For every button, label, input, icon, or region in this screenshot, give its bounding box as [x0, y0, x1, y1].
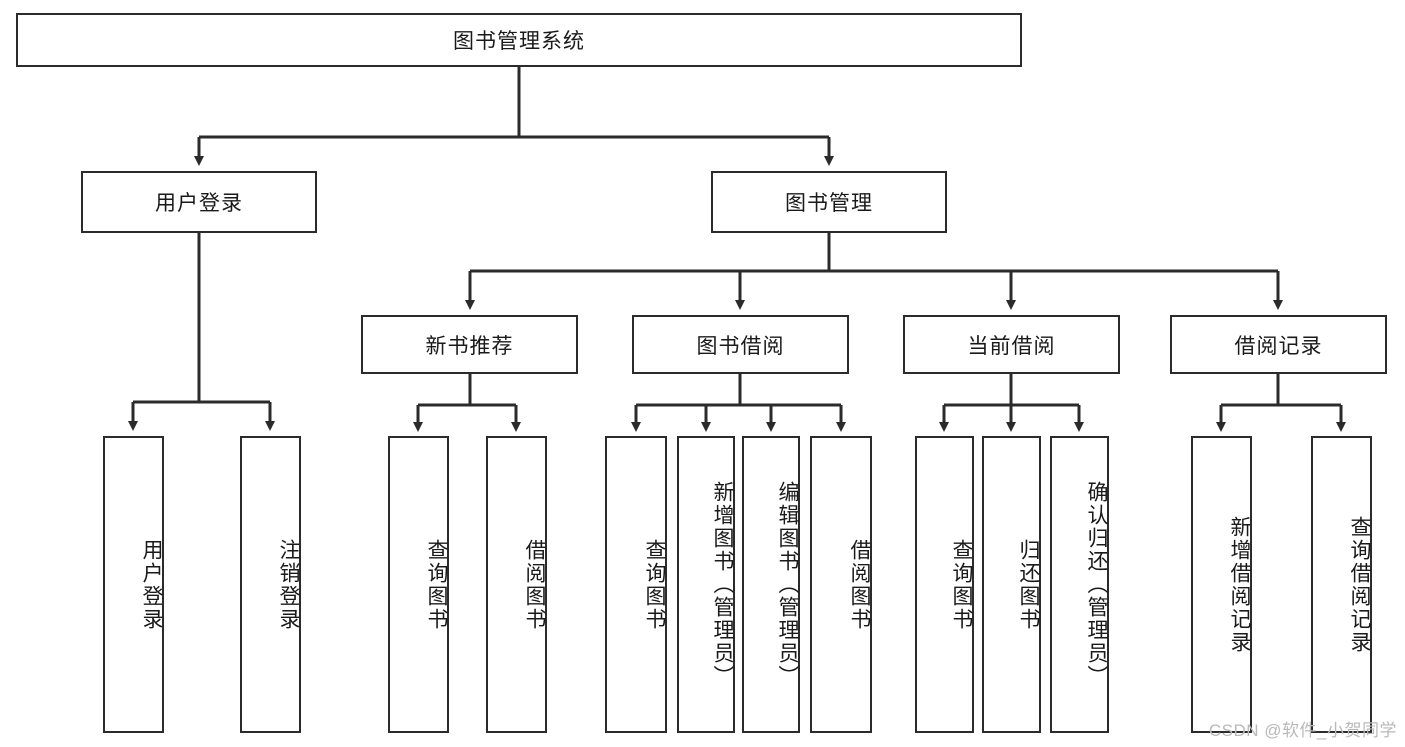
- node-new-book-recommend-label: 新书推荐: [425, 334, 514, 358]
- node-user-login[interactable]: 用户登录: [81, 171, 317, 233]
- node-book-borrow-label: 图书借阅: [696, 334, 785, 358]
- node-leaf-current-query-book[interactable]: 查询图书: [915, 436, 974, 733]
- node-leaf-user-login-label: 用户登录: [140, 538, 163, 631]
- node-leaf-borrow-add-book-label: 新增图书（管理员）: [711, 481, 734, 688]
- node-leaf-current-query-book-label: 查询图书: [950, 538, 973, 631]
- node-leaf-user-login[interactable]: 用户登录: [103, 436, 164, 733]
- node-leaf-borrow-edit-book-label: 编辑图书（管理员）: [776, 481, 799, 688]
- node-leaf-rec-borrow-book-label: 借阅图书: [523, 538, 546, 631]
- node-book-borrow[interactable]: 图书借阅: [632, 315, 849, 374]
- node-leaf-record-add-label: 新增借阅记录: [1228, 515, 1251, 654]
- node-leaf-rec-query-book-label: 查询图书: [425, 538, 448, 631]
- node-leaf-rec-query-book[interactable]: 查询图书: [388, 436, 449, 733]
- node-leaf-rec-borrow-book[interactable]: 借阅图书: [486, 436, 547, 733]
- node-current-borrow-label: 当前借阅: [967, 334, 1056, 358]
- node-borrow-record-label: 借阅记录: [1234, 334, 1323, 358]
- node-leaf-borrow-query-book[interactable]: 查询图书: [605, 436, 667, 733]
- node-leaf-borrow-borrow-book[interactable]: 借阅图书: [810, 436, 872, 733]
- node-leaf-record-add[interactable]: 新增借阅记录: [1191, 436, 1252, 733]
- node-user-login-label: 用户登录: [155, 192, 243, 215]
- watermark: CSDN @软件_小贺同学: [1208, 721, 1397, 740]
- node-leaf-current-return-book-label: 归还图书: [1017, 538, 1040, 631]
- node-book-manage[interactable]: 图书管理: [711, 171, 947, 233]
- node-leaf-borrow-add-book[interactable]: 新增图书（管理员）: [677, 436, 735, 733]
- node-leaf-user-logout-label: 注销登录: [277, 538, 300, 631]
- node-book-manage-label: 图书管理: [785, 192, 873, 215]
- node-current-borrow[interactable]: 当前借阅: [903, 315, 1120, 374]
- node-new-book-recommend[interactable]: 新书推荐: [361, 315, 578, 374]
- node-leaf-borrow-query-book-label: 查询图书: [643, 538, 666, 631]
- node-root-label: 图书管理系统: [453, 30, 585, 53]
- node-leaf-current-confirm-return-label: 确认归还（管理员）: [1085, 481, 1108, 688]
- node-leaf-borrow-borrow-book-label: 借阅图书: [848, 538, 871, 631]
- node-leaf-current-return-book[interactable]: 归还图书: [982, 436, 1041, 733]
- node-leaf-current-confirm-return[interactable]: 确认归还（管理员）: [1050, 436, 1109, 733]
- node-leaf-record-query[interactable]: 查询借阅记录: [1311, 436, 1372, 733]
- node-borrow-record[interactable]: 借阅记录: [1170, 315, 1387, 374]
- node-leaf-borrow-edit-book[interactable]: 编辑图书（管理员）: [742, 436, 800, 733]
- node-leaf-record-query-label: 查询借阅记录: [1348, 515, 1371, 654]
- node-leaf-user-logout[interactable]: 注销登录: [240, 436, 301, 733]
- node-root[interactable]: 图书管理系统: [16, 13, 1022, 67]
